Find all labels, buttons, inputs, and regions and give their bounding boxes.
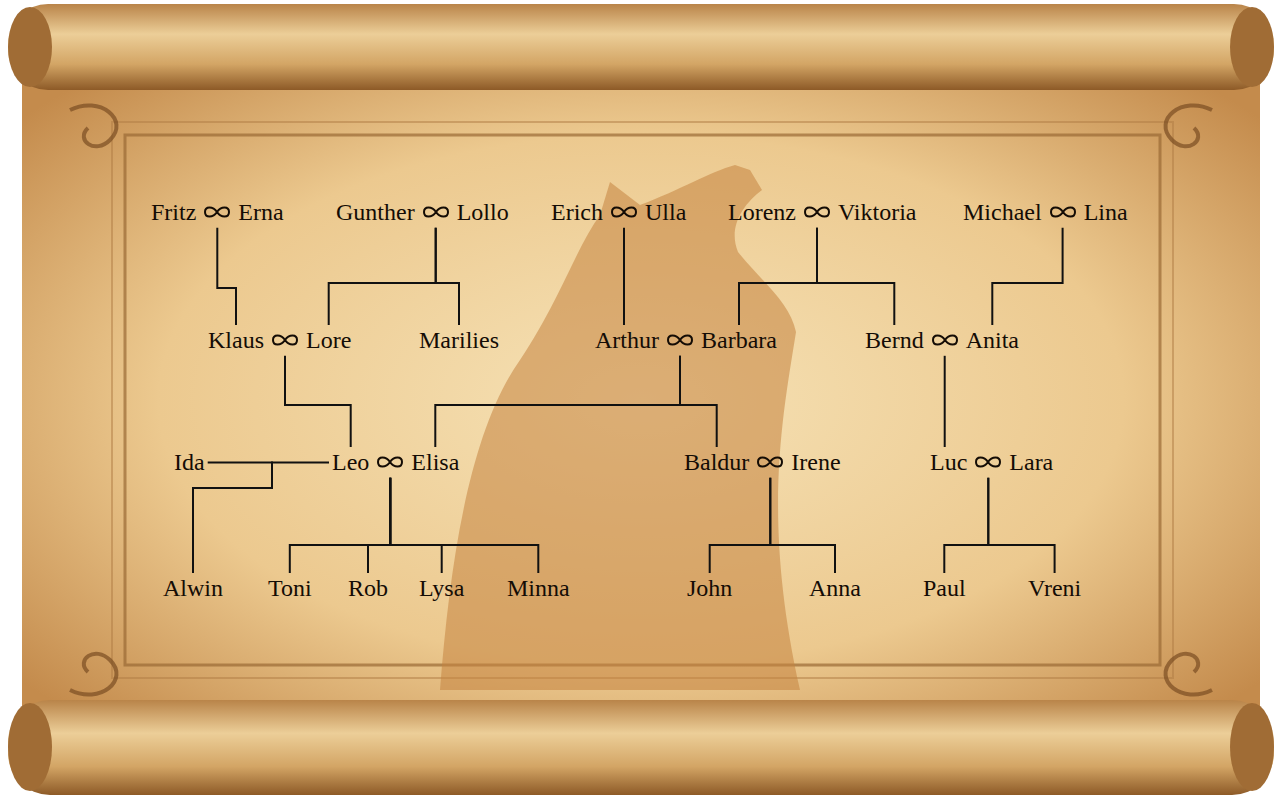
lineage-line [739,228,817,325]
person-name: Irene [791,448,840,477]
couple: Leo Elisa [329,447,462,478]
lineage-line [435,356,680,447]
couple: Baldur Irene [681,447,844,478]
person-name: Arthur [595,326,659,355]
person-name: Fritz [151,198,196,227]
person-name: Gunther [336,198,415,227]
person: Marilies [416,325,502,356]
marriage-symbol [1048,204,1078,220]
person: Paul [920,573,969,604]
couple: Gunther Lollo [333,197,512,228]
lineage-line [992,228,1062,325]
person-name: Barbara [701,326,777,355]
lineage-line [390,478,538,573]
person-name: Michael [963,198,1042,227]
couple: Klaus Lore [205,325,354,356]
lineage-line [710,478,771,573]
person: Toni [265,573,315,604]
person-name: Baldur [684,448,749,477]
lineage-line [623,228,625,325]
wolf-silhouette [440,165,800,690]
person-name: Anita [966,326,1019,355]
lineage-line [944,478,988,573]
person-name: Bernd [865,326,924,355]
person: Anna [806,573,864,604]
person-name: Vreni [1028,574,1081,603]
person-name: Paul [923,574,966,603]
person-name: Viktoria [838,198,917,227]
lineage-line [193,462,329,573]
marriage-symbol [202,204,232,220]
couple: Lorenz Viktoria [725,197,920,228]
lineage-line [680,356,717,447]
person-name: Leo [332,448,369,477]
person-name: Lollo [457,198,509,227]
person-name: John [687,574,732,603]
lineage-line [285,356,351,447]
lineage-line [817,228,894,325]
person-name: Lorenz [728,198,796,227]
lineage-line [217,228,236,325]
person: Vreni [1025,573,1084,604]
top-roll [8,4,1274,90]
person: Lysa [416,573,467,604]
person-name: Ulla [645,198,686,227]
parchment [22,60,1260,740]
person-name: Alwin [163,574,223,603]
lineage-line [368,478,390,573]
lineage-line [329,228,436,325]
roll-end [1230,703,1274,791]
roll-end [8,7,52,87]
roll-end [1230,7,1274,87]
person-name: Toni [268,574,312,603]
lineage-line [988,478,1054,573]
couple: Luc Lara [927,447,1056,478]
person: Rob [345,573,391,604]
marriage-symbol [270,332,300,348]
person-name: Lore [306,326,351,355]
person-name: Lysa [419,574,464,603]
marriage-symbol [421,204,451,220]
person-name: Anna [809,574,861,603]
person-name: Minna [507,574,570,603]
couple: Arthur Barbara [592,325,780,356]
lineage-line [770,478,835,573]
person: Minna [504,573,573,604]
lineage-line [193,462,272,573]
marriage-symbol [973,454,1003,470]
person-name: Marilies [419,326,499,355]
lineage-line [944,356,946,447]
person: Ida [171,447,208,478]
corner-ornaments [70,105,1212,694]
marriage-symbol [609,204,639,220]
marriage-symbol [665,332,695,348]
person-name: Rob [348,574,388,603]
marriage-symbol [930,332,960,348]
person: Alwin [160,573,226,604]
person-name: Lina [1084,198,1128,227]
person: John [684,573,735,604]
person-name: Elisa [411,448,459,477]
roll-end [8,703,52,791]
person-name: Erna [238,198,283,227]
lineage-line [390,478,441,573]
lineage-line [436,228,459,325]
person-name: Luc [930,448,967,477]
marriage-symbol [755,454,785,470]
lineage-line [290,478,391,573]
marriage-symbol [375,454,405,470]
marriage-symbol [802,204,832,220]
person-name: Lara [1009,448,1053,477]
person-name: Ida [174,448,205,477]
bottom-roll [8,700,1274,795]
couple: Bernd Anita [862,325,1022,356]
person-name: Klaus [208,326,264,355]
couple: Michael Lina [960,197,1131,228]
couple: Fritz Erna [148,197,287,228]
person-name: Erich [551,198,603,227]
couple: Erich Ulla [548,197,689,228]
